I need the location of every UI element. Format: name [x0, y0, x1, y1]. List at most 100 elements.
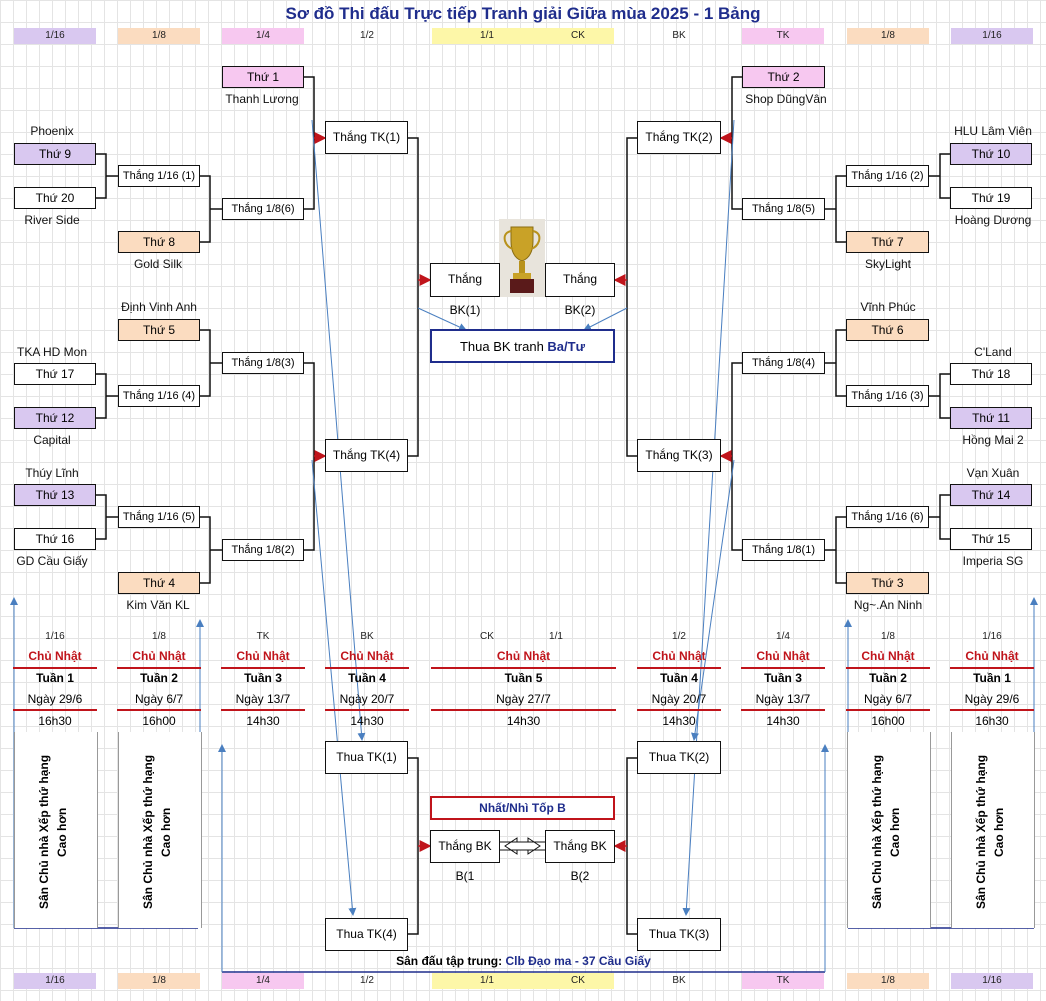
schedule-divider: [950, 709, 1034, 711]
round-right-1-4: 1/4: [776, 631, 790, 642]
winner-8-3-box[interactable]: Thắng 1/8(3): [222, 352, 304, 374]
schedule-time: 14h30: [350, 714, 384, 728]
seed-20-box[interactable]: Thứ 20: [14, 187, 96, 209]
footer-left-1-8: 1/8: [118, 973, 200, 989]
footer-right-1-8: 1/8: [847, 973, 929, 989]
footer-left-1-16: 1/16: [14, 973, 96, 989]
seed-14-box[interactable]: Thứ 14: [950, 484, 1032, 506]
winner-16-3-box[interactable]: Thắng 1/16 (3): [846, 385, 929, 407]
winner-tk-3-box[interactable]: Thắng TK(3): [637, 439, 721, 472]
winner-16-5-box[interactable]: Thắng 1/16 (5): [118, 506, 200, 528]
loser-tk-3-box[interactable]: Thua TK(3): [637, 918, 721, 951]
third-place-label: Thua BK tranh: [459, 339, 548, 354]
seed-9-box[interactable]: Thứ 9: [14, 143, 96, 165]
schedule-date: Ngày 13/7: [235, 692, 291, 706]
round-right-1-8: 1/8: [881, 631, 895, 642]
schedule-day: Chủ Nhật: [340, 649, 394, 663]
schedule-day: Chủ Nhật: [861, 649, 915, 663]
seed-6-team: Vĩnh Phúc: [860, 300, 916, 314]
seed-5-team: Định Vinh Anh: [121, 300, 197, 314]
seed-10-team: HLU Lâm Viên: [954, 124, 1032, 138]
loser-tk-2-box[interactable]: Thua TK(2): [637, 741, 721, 774]
venue-label: Sân đấu tập trung:: [396, 954, 506, 968]
seed-19-team: Hoàng Dương: [954, 213, 1032, 227]
winner-tk-4-box[interactable]: Thắng TK(4): [325, 439, 408, 472]
loser-tk-1-box[interactable]: Thua TK(1): [325, 741, 408, 774]
seed-16-box[interactable]: Thứ 16: [14, 528, 96, 550]
seed-18-team: C'Land: [974, 345, 1012, 359]
schedule-time: 16h30: [975, 714, 1009, 728]
winner-16-6-box[interactable]: Thắng 1/16 (6): [846, 506, 929, 528]
winner-tk-1-box[interactable]: Thắng TK(1): [325, 121, 408, 154]
seed-14-team: Vạn Xuân: [966, 466, 1020, 480]
seed-15-box[interactable]: Thứ 15: [950, 528, 1032, 550]
round-left-tk: TK: [256, 631, 270, 642]
seed-11-box[interactable]: Thứ 11: [950, 407, 1032, 429]
seed-12-team: Capital: [33, 433, 71, 447]
header-left-1-4: 1/4: [222, 28, 304, 44]
seed-2-team: Shop DũngVân: [745, 92, 827, 106]
winner-bk-b2-box[interactable]: Thắng BK B(2: [545, 830, 615, 883]
seed-18-box[interactable]: Thứ 18: [950, 363, 1032, 385]
winner-8-2-box[interactable]: Thắng 1/8(2): [222, 539, 304, 561]
schedule-divider: [637, 667, 721, 669]
footer-mid-ck: CK: [542, 973, 614, 989]
schedule-week: Tuần 4: [660, 671, 698, 685]
winner-bk-1-box[interactable]: Thắng BK(1): [430, 263, 500, 317]
schedule-divider: [950, 667, 1034, 669]
winner-16-2-box[interactable]: Thắng 1/16 (2): [846, 165, 929, 187]
footer-right-bk: BK: [672, 975, 686, 986]
seed-8-box[interactable]: Thứ 8: [118, 231, 200, 253]
seed-17-box[interactable]: Thứ 17: [14, 363, 96, 385]
winner-tk-2-box[interactable]: Thắng TK(2): [637, 121, 721, 154]
seed-3-team: Ng~.An Ninh: [853, 598, 923, 612]
schedule-week: Tuần 5: [504, 671, 543, 685]
schedule-divider: [431, 709, 616, 711]
schedule-time: 16h00: [871, 714, 905, 728]
seed-19-box[interactable]: Thứ 19: [950, 187, 1032, 209]
schedule-divider: [741, 667, 825, 669]
schedule-week: Tuần 3: [764, 671, 802, 685]
winner-16-4-box[interactable]: Thắng 1/16 (4): [118, 385, 200, 407]
seed-3-box[interactable]: Thứ 3: [846, 572, 929, 594]
winner-8-6-box[interactable]: Thắng 1/8(6): [222, 198, 304, 220]
schedule-date: Ngày 20/7: [651, 692, 707, 706]
winner-bk-b1-box[interactable]: Thắng BK B(1: [430, 830, 500, 883]
third-place-box[interactable]: Thua BK tranh Ba/Tư: [430, 329, 615, 363]
schedule-week: Tuần 4: [348, 671, 386, 685]
seed-13-box[interactable]: Thứ 13: [14, 484, 96, 506]
round-right-1-16: 1/16: [982, 631, 1002, 642]
winner-8-1-box[interactable]: Thắng 1/8(1): [742, 539, 825, 561]
schedule-divider: [637, 709, 721, 711]
seed-4-box[interactable]: Thứ 4: [118, 572, 200, 594]
seed-17-team: TKA HD Mon: [16, 345, 88, 359]
winner-8-4-box[interactable]: Thắng 1/8(4): [742, 352, 825, 374]
seed-10-box[interactable]: Thứ 10: [950, 143, 1032, 165]
schedule-date: Ngày 29/6: [27, 692, 83, 706]
schedule-divider: [221, 709, 305, 711]
schedule-day: Chủ Nhật: [756, 649, 810, 663]
footer-left-1-2: 1/2: [360, 975, 374, 986]
venue-line: Sân đấu tập trung: Clb Đạo ma - 37 Cầu G…: [222, 954, 825, 968]
seed-2-box[interactable]: Thứ 2: [742, 66, 825, 88]
seed-7-box[interactable]: Thứ 7: [846, 231, 929, 253]
winner-bk-2-box[interactable]: Thắng BK(2): [545, 263, 615, 317]
winner-8-5-box[interactable]: Thắng 1/8(5): [742, 198, 825, 220]
round-left-bk: BK: [360, 631, 374, 642]
seed-12-box[interactable]: Thứ 12: [14, 407, 96, 429]
third-place-accent: Ba/Tư: [547, 339, 586, 354]
loser-tk-4-box[interactable]: Thua TK(4): [325, 918, 408, 951]
seed-6-box[interactable]: Thứ 6: [846, 319, 929, 341]
header-right-bk: BK: [672, 30, 686, 41]
winner-16-1-box[interactable]: Thắng 1/16 (1): [118, 165, 200, 187]
header-left-1-2: 1/2: [360, 30, 374, 41]
seed-5-box[interactable]: Thứ 5: [118, 319, 200, 341]
schedule-time: 14h30: [662, 714, 696, 728]
schedule-day: Chủ Nhật: [496, 649, 551, 663]
seed-1-box[interactable]: Thứ 1: [222, 66, 304, 88]
schedule-week: Tuần 2: [869, 671, 907, 685]
